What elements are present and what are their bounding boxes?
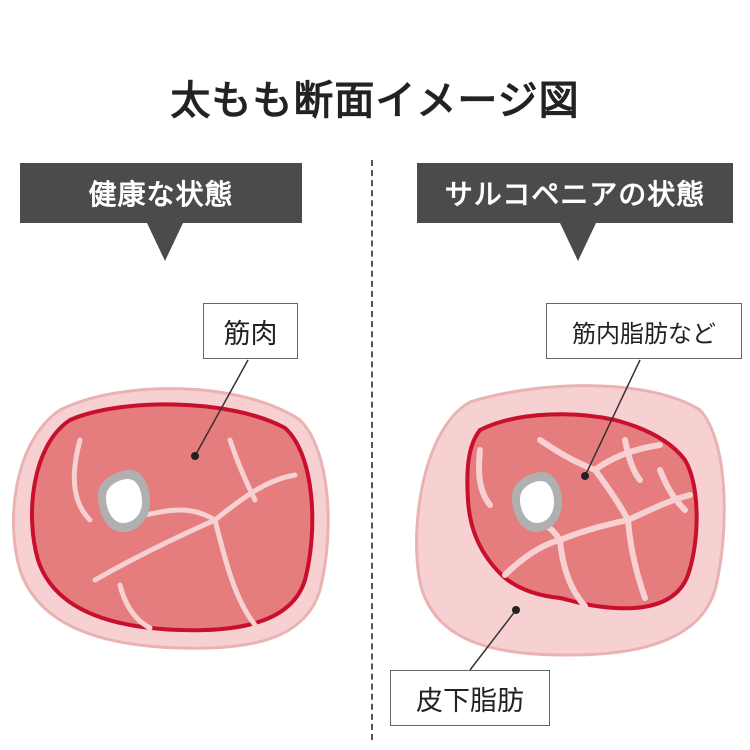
sarcopenia-thigh (415, 359, 726, 671)
panel-divider (371, 160, 373, 740)
subcutaneous-fat-leader-line (469, 609, 517, 671)
subcutaneous-fat-label: 皮下脂肪 (390, 670, 550, 726)
sarcopenia-banner-pointer (560, 223, 596, 261)
muscle-leader-line (194, 359, 249, 457)
healthy-muscle-septa (71, 437, 298, 631)
muscle-leader-dot (191, 452, 199, 460)
healthy-bone-marrow (106, 479, 142, 523)
page-title: 太もも断面イメージ図 (170, 78, 580, 124)
sarcopenia-bone-marrow (520, 481, 554, 523)
sarcopenia-banner: サルコペニアの状態 (417, 163, 733, 223)
healthy-banner-pointer (147, 223, 183, 261)
healthy-thigh (11, 359, 330, 650)
muscle-fat-leader-line (584, 359, 641, 477)
healthy-banner: 健康な状態 (20, 163, 302, 223)
healthy-muscle (30, 402, 315, 633)
intramuscular-fat-label: 筋内脂肪など (546, 303, 742, 359)
subcutaneous-fat-leader-dot (512, 606, 520, 614)
muscle-fat-leader-dot (581, 472, 589, 480)
muscle-label: 筋肉 (203, 303, 298, 359)
